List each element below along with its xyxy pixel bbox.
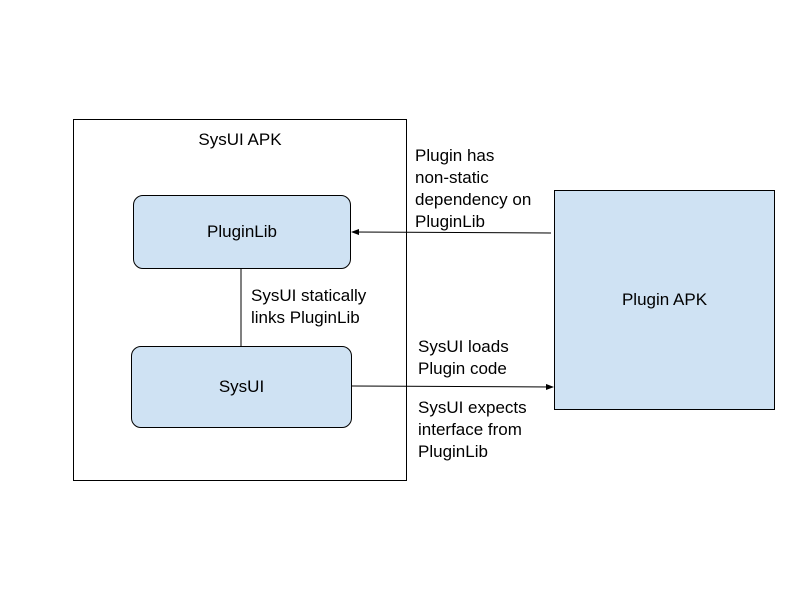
plugin-apk-label: Plugin APK [621,290,708,309]
sysui-apk-title: SysUI APK [198,130,282,149]
dependency-line: Plugin has [415,146,495,165]
dependency-line: dependency on [415,190,532,209]
pluginlib-label: PluginLib [207,222,277,241]
dependency-line: non-static [415,168,489,187]
dependency-label: Plugin has non-static dependency on Plug… [415,145,531,233]
loads-line: SysUI loads [418,337,509,356]
static-link-line-text: SysUI statically [251,286,367,305]
dependency-arrow [351,229,552,236]
expects-line: interface from [418,420,522,439]
loads-line: Plugin code [418,359,507,378]
expects-line: PluginLib [418,442,488,461]
loads-label: SysUI loads Plugin code [418,336,509,380]
static-link-line-text: links PluginLib [251,308,360,327]
expects-line: SysUI expects [418,398,527,417]
dependency-line: PluginLib [415,212,485,231]
expects-label: SysUI expects interface from PluginLib [418,397,527,463]
plugin-apk-node: Plugin APK [554,190,775,410]
pluginlib-node: PluginLib [133,195,351,269]
sysui-label: SysUI [218,377,265,396]
static-link-label: SysUI statically links PluginLib [251,285,366,329]
loads-arrow [351,383,554,390]
sysui-node: SysUI [131,346,352,428]
